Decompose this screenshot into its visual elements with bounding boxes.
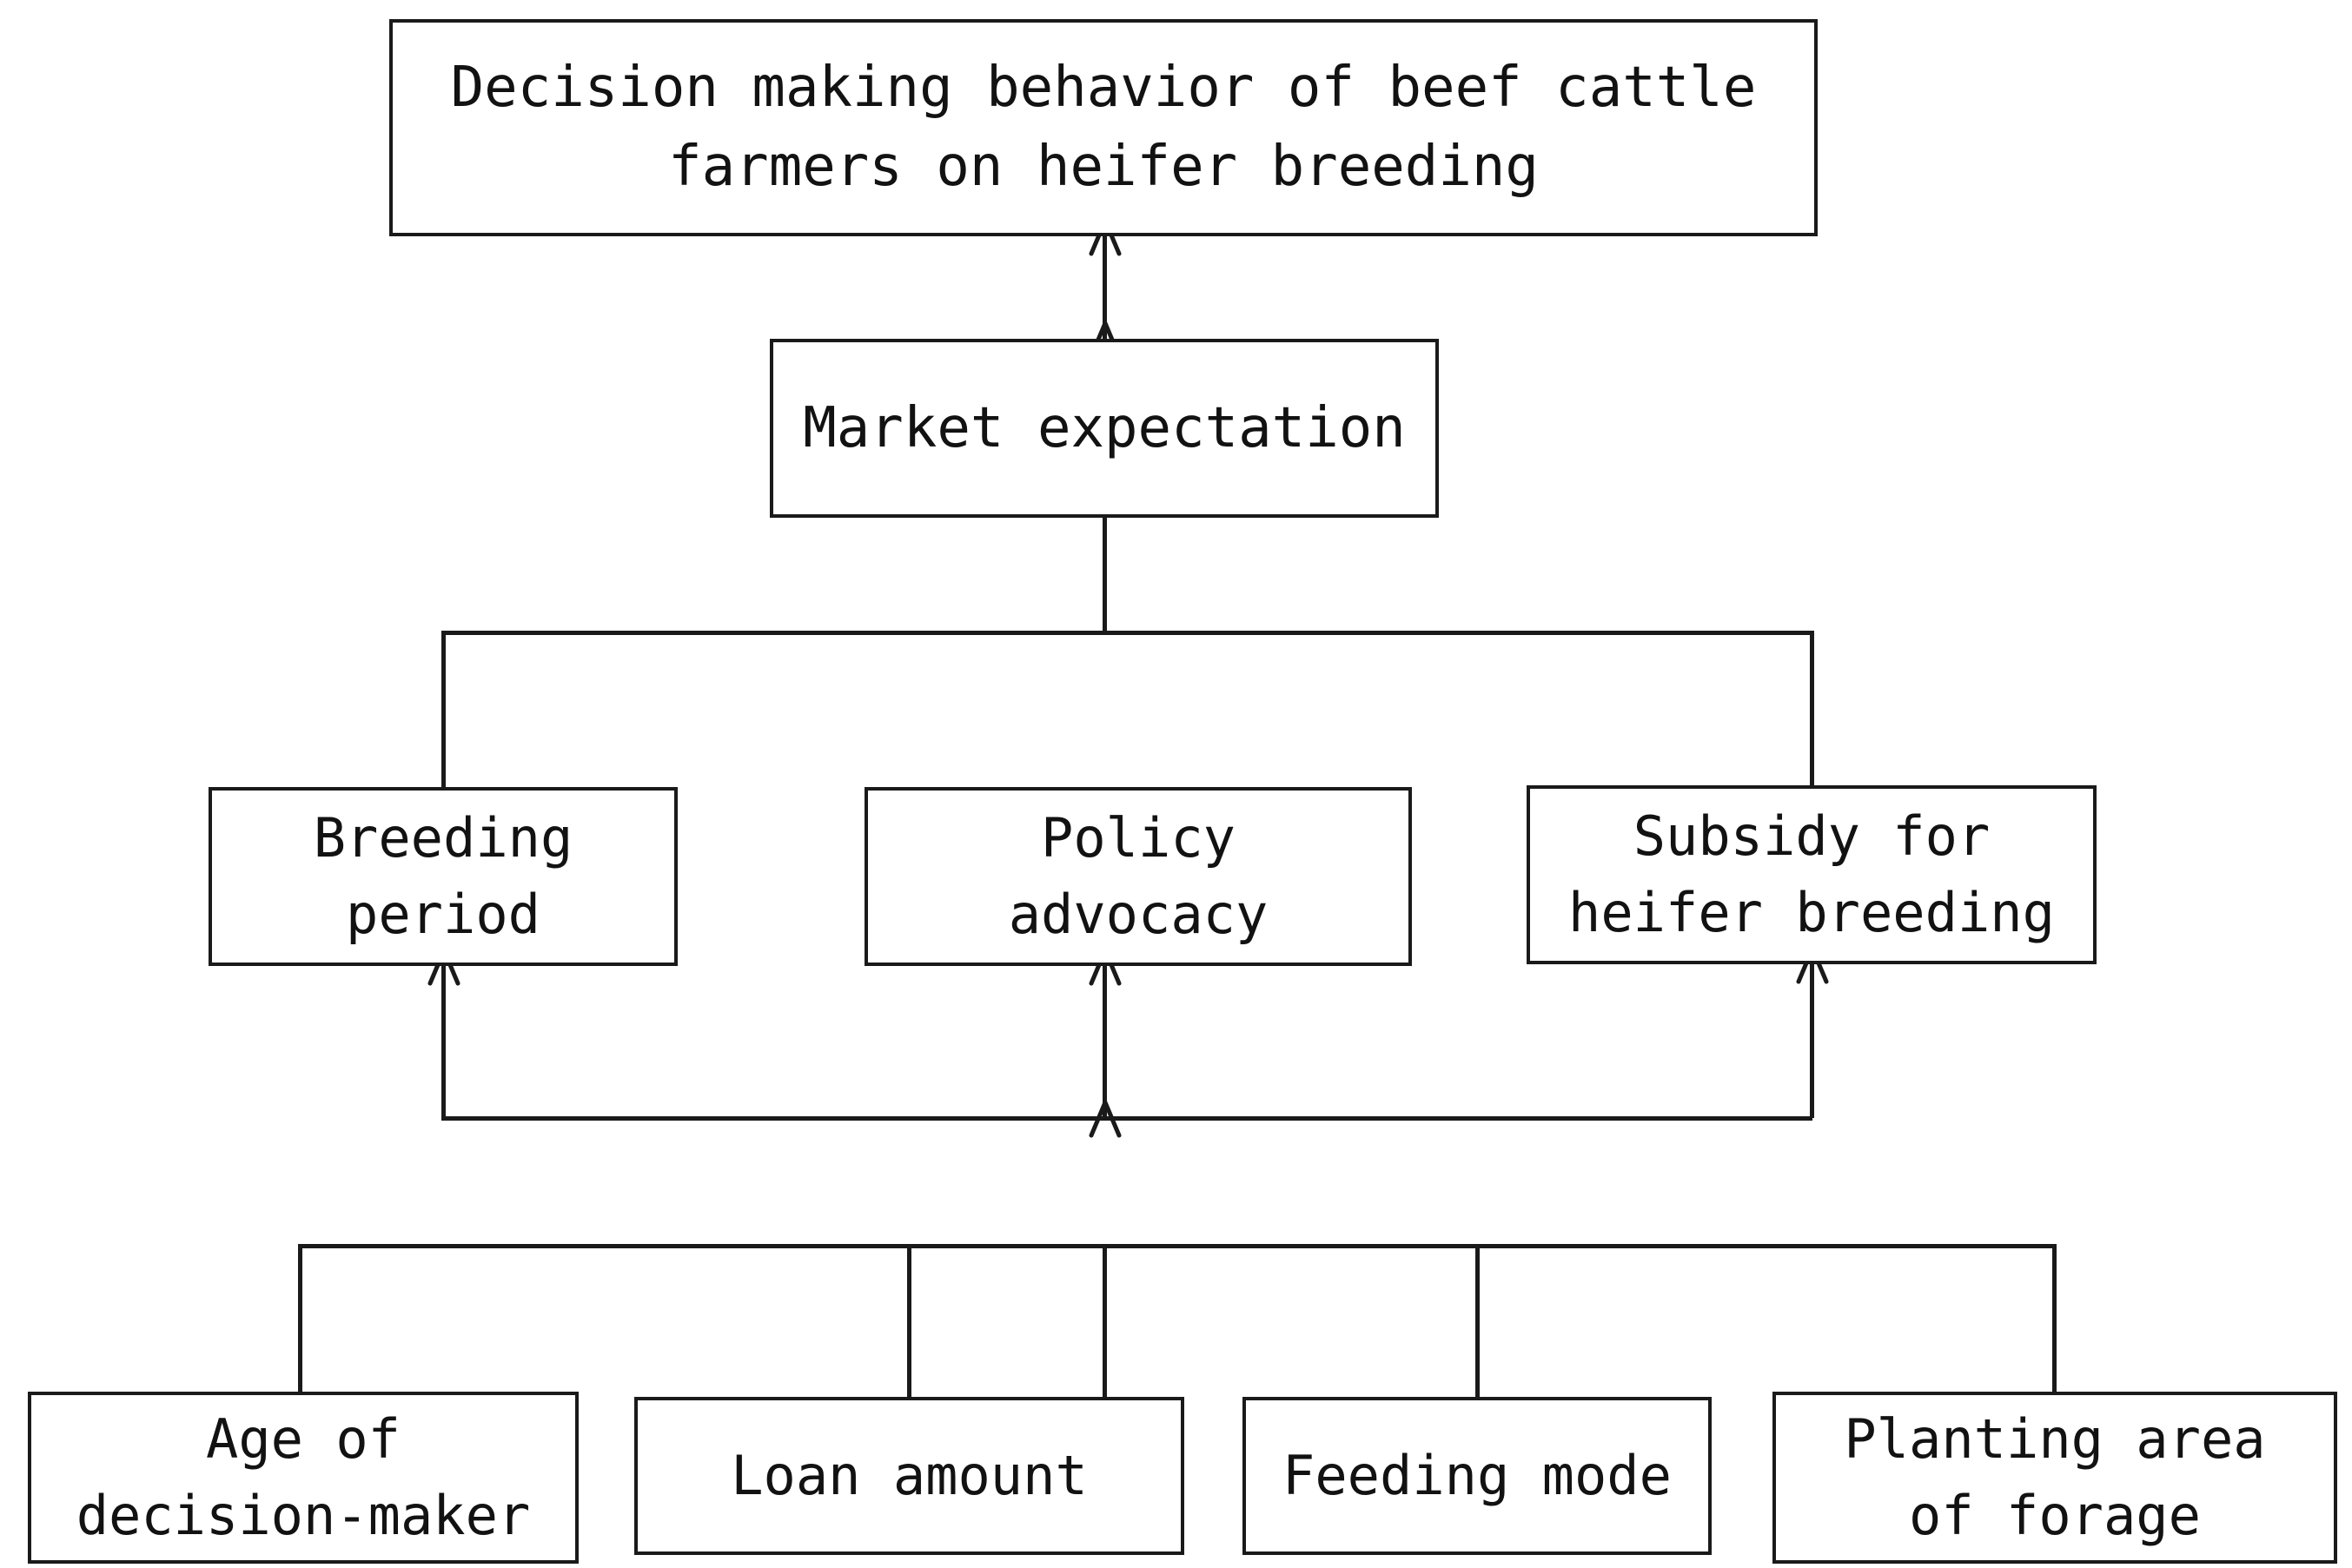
node-policy-line-2: advocacy — [1008, 883, 1269, 946]
node-breeding-period[interactable]: Breeding period — [209, 787, 678, 966]
connector-bus-attributes — [298, 1244, 2052, 1248]
node-decision-making-behavior[interactable]: Decision making behavior of beef cattle … — [389, 19, 1818, 236]
connector-bus-from-subsidy — [1810, 964, 1814, 1118]
connector-bus-factors-top — [443, 631, 1814, 635]
connector-bus-to-subsidy — [1810, 631, 1814, 787]
node-age-line-2: decision-maker — [76, 1484, 531, 1547]
connector-bus-from-breeding — [441, 966, 446, 1118]
connector-market-to-root — [1103, 236, 1107, 341]
node-subsidy-line-1: Subsidy for — [1633, 804, 1991, 868]
node-root-line-2: farmers on heifer breeding — [668, 135, 1539, 199]
node-age-of-decision-maker[interactable]: Age of decision-maker — [28, 1392, 579, 1564]
connector-age-to-bus — [298, 1244, 302, 1393]
connector-planting-to-bus — [2052, 1244, 2057, 1393]
node-market-line-1: Market expectation — [803, 395, 1406, 460]
connector-bus-from-policy — [1103, 966, 1107, 1118]
node-policy-advocacy[interactable]: Policy advocacy — [865, 787, 1412, 966]
node-planting-area-of-forage[interactable]: Planting area of forage — [1772, 1392, 2337, 1564]
connector-bus-to-breeding — [441, 631, 446, 789]
node-age-line-1: Age of — [206, 1406, 401, 1471]
connector-bus-factors-bottom — [441, 1116, 1812, 1121]
node-feeding-line-1: Feeding mode — [1282, 1443, 1672, 1507]
node-feeding-mode[interactable]: Feeding mode — [1242, 1397, 1712, 1555]
node-market-expectation[interactable]: Market expectation — [770, 339, 1439, 518]
connector-feeding-to-bus — [1475, 1244, 1480, 1399]
node-planting-line-2: of forage — [1909, 1484, 2201, 1547]
node-planting-line-1: Planting area — [1844, 1406, 2266, 1471]
node-loan-line-1: Loan amount — [731, 1443, 1088, 1507]
node-loan-amount[interactable]: Loan amount — [634, 1397, 1184, 1555]
connector-attributebus-to-factorbus — [1103, 1244, 1107, 1418]
node-breeding-line-1: Breeding — [313, 805, 573, 870]
node-subsidy-line-2: heifer breeding — [1568, 881, 2055, 944]
node-breeding-line-2: period — [346, 883, 540, 946]
connector-factorbus-to-market — [1103, 518, 1107, 634]
node-root-line-1: Decision making behavior of beef cattle — [450, 56, 1757, 121]
node-policy-line-1: Policy — [1041, 805, 1236, 870]
node-subsidy-for-heifer-breeding[interactable]: Subsidy for heifer breeding — [1527, 785, 2097, 964]
connector-loan-to-bus — [907, 1244, 911, 1399]
